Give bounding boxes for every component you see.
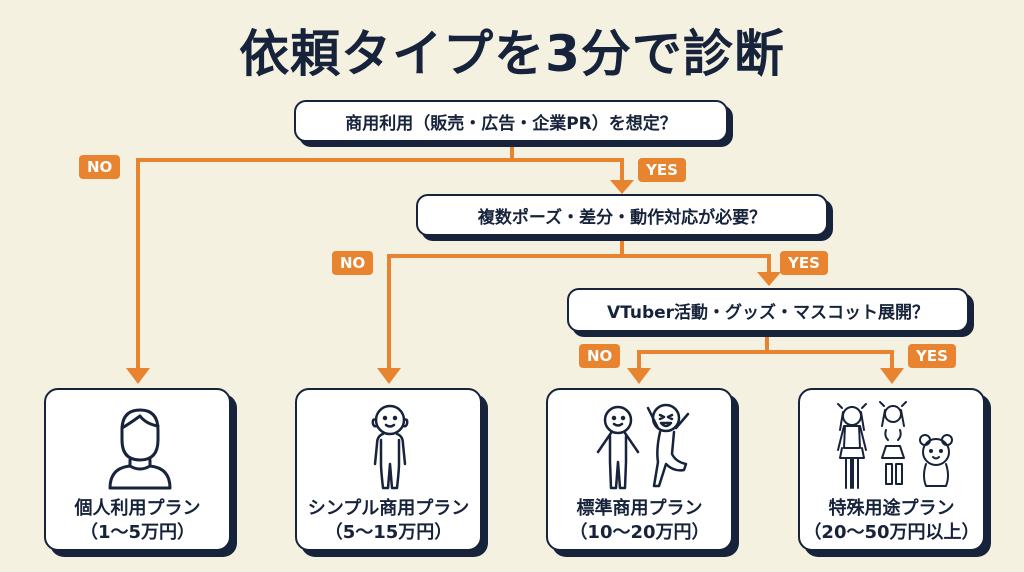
- arrow-plan1: [126, 368, 150, 384]
- multi-pose-character-icon: [596, 403, 690, 490]
- plan-name: 特殊用途プラン: [828, 498, 955, 519]
- question-multiple-poses: 複数ポーズ・差分・動作対応が必要？: [416, 194, 828, 236]
- plan-price: （5〜15万円）: [324, 522, 453, 543]
- simple-character-icon: [371, 404, 409, 490]
- arrow-plan2: [377, 368, 401, 384]
- q3-no-label: NO: [579, 344, 621, 368]
- arrow-q1-yes: [610, 180, 634, 194]
- connector-q2: [387, 236, 771, 370]
- q1-no-label: NO: [79, 155, 121, 179]
- plan-price: （1〜5万円）: [79, 522, 196, 543]
- question-vtuber-goods: VTuber活動・グッズ・マスコット展開？: [567, 288, 969, 332]
- page-title: 依頼タイプを3分で診断: [239, 25, 785, 83]
- q1-yes-label: YES: [638, 158, 686, 182]
- plan-card-standard-commercial: 標準商用プラン （10〜20万円）: [546, 388, 733, 551]
- vtuber-mascot-icon: [837, 401, 953, 489]
- connector-q3: [637, 332, 894, 370]
- plan-name: 標準商用プラン: [576, 498, 703, 519]
- connector-q1: [136, 142, 624, 180]
- question-commercial-use: 商用利用（販売・広告・企業PR）を想定？: [294, 100, 728, 142]
- plan-price: （20〜50万円以上）: [803, 522, 980, 543]
- plan-price: （10〜20万円）: [569, 522, 710, 543]
- plan-card-special-use: 特殊用途プラン （20〜50万円以上）: [798, 388, 985, 551]
- q3-yes-label: YES: [908, 344, 956, 368]
- arrow-q2-yes: [757, 272, 781, 286]
- plan-name: 個人利用プラン: [74, 498, 201, 519]
- arrow-plan3: [627, 368, 651, 384]
- plan-card-simple-commercial: シンプル商用プラン （5〜15万円）: [295, 388, 482, 551]
- plan-name: シンプル商用プラン: [307, 498, 470, 519]
- person-bust-icon: [108, 408, 172, 490]
- plan-card-personal: 個人利用プラン （1〜5万円）: [44, 388, 231, 551]
- arrow-plan4: [880, 368, 904, 384]
- q2-no-label: NO: [332, 251, 374, 275]
- q2-yes-label: YES: [780, 251, 828, 275]
